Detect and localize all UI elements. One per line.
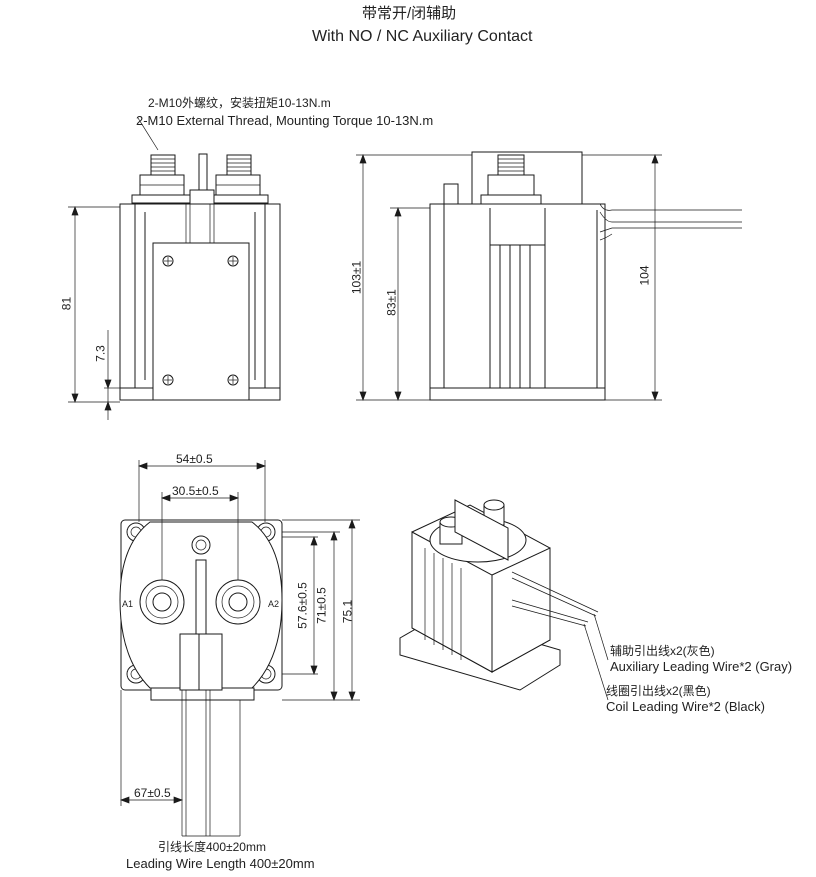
coil-wire-cn: 线圈引出线x2(黑色) bbox=[606, 684, 711, 698]
dim-top-total: 75.1 bbox=[340, 599, 355, 624]
lead-length-en: Leading Wire Length 400±20mm bbox=[126, 856, 315, 871]
front-view bbox=[68, 117, 281, 420]
aux-wire-en: Auxiliary Leading Wire*2 (Gray) bbox=[610, 659, 793, 674]
terminal-a1: A1 bbox=[122, 599, 134, 609]
top-view bbox=[119, 460, 360, 837]
dim-top-inner: 57.6±0.5 bbox=[295, 582, 310, 629]
dim-side-wire: 104 bbox=[637, 265, 652, 286]
lead-length-cn: 引线长度400±20mm bbox=[158, 840, 266, 854]
thread-note-cn: 2-M10外螺纹，安装扭矩10-13N.m bbox=[148, 96, 331, 110]
terminal-a2: A2 bbox=[268, 599, 280, 609]
title-cn: 带常开/闭辅助 bbox=[362, 5, 457, 22]
title-en: With NO / NC Auxiliary Contact bbox=[312, 28, 533, 45]
dim-side-body: 83±1 bbox=[384, 289, 399, 316]
aux-wire-cn: 辅助引出线x2(灰色) bbox=[610, 644, 715, 658]
dim-side-total: 103±1 bbox=[349, 260, 364, 295]
side-view bbox=[356, 151, 742, 401]
dim-front-base: 7.3 bbox=[93, 345, 108, 362]
coil-wire-en: Coil Leading Wire*2 (Black) bbox=[606, 699, 765, 714]
dim-top-mid: 71±0.5 bbox=[314, 587, 329, 624]
dim-top-pitch: 30.5±0.5 bbox=[172, 484, 219, 498]
dim-top-offset: 67±0.5 bbox=[134, 786, 171, 800]
dim-front-height: 81 bbox=[59, 296, 74, 311]
thread-note-en: 2-M10 External Thread, Mounting Torque 1… bbox=[136, 113, 434, 128]
isometric-view bbox=[399, 499, 609, 701]
dim-top-width: 54±0.5 bbox=[176, 452, 213, 466]
